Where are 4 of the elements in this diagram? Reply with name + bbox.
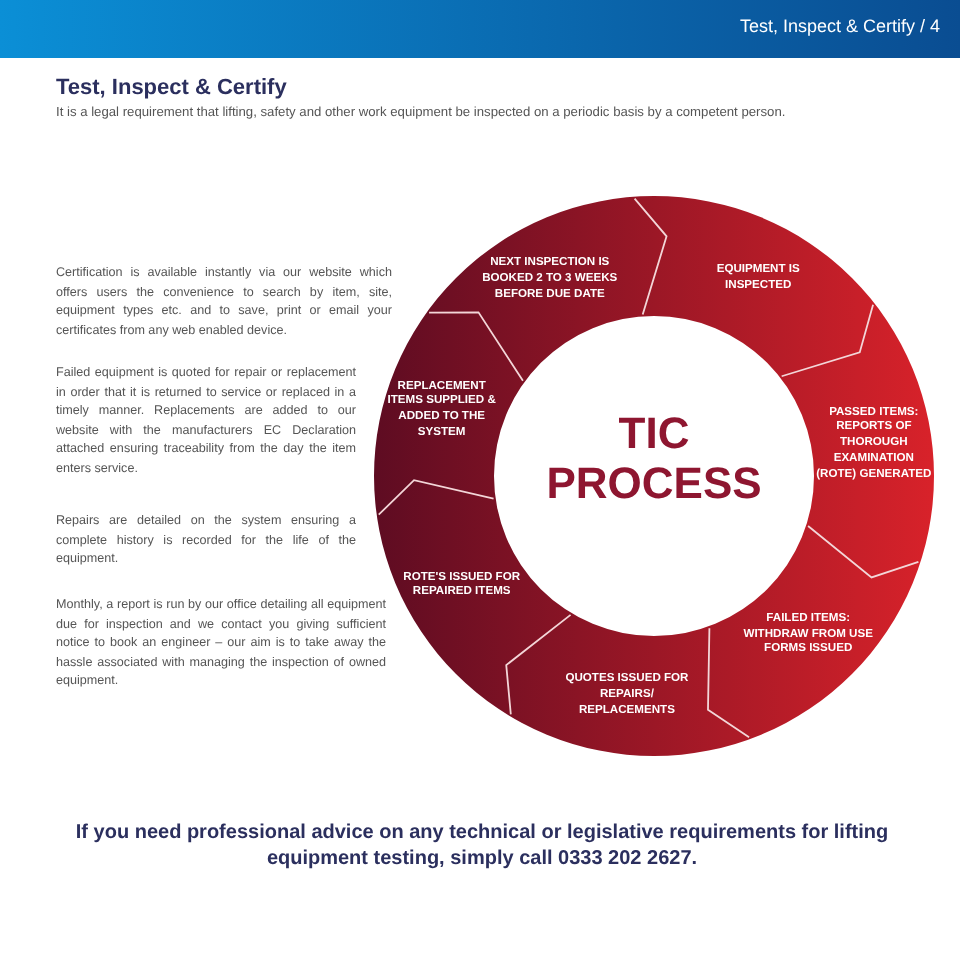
contact-note: If you need professional advice on any technical or legislative requirements for lifting equipment testing, simply call 0333 202 2627. [73, 820, 891, 872]
process-title: TIC PROCESS [538, 408, 770, 508]
page-header: Test, Inspect & Certify / 4 [739, 14, 940, 40]
page-title: Test, Inspect & Certify [56, 74, 287, 104]
